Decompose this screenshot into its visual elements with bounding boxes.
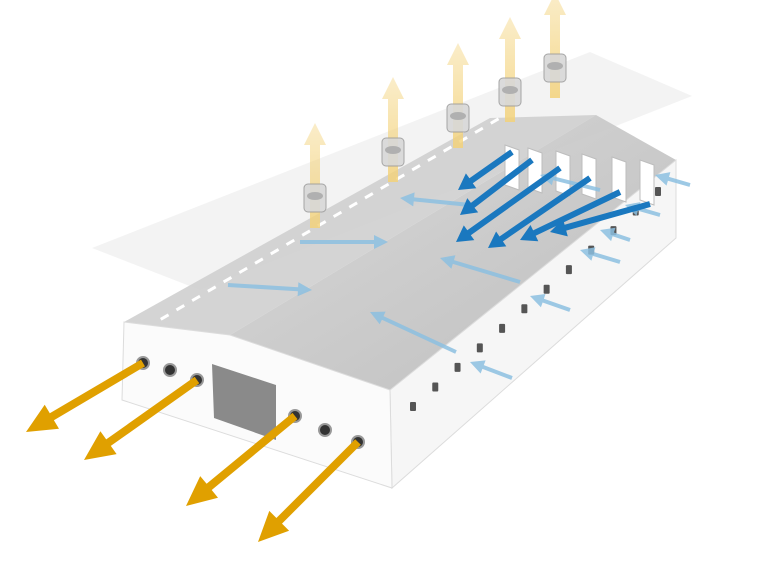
tunnel-arrow xyxy=(488,175,592,248)
ridge-vent-slot xyxy=(411,164,421,172)
intake-arrow-soft xyxy=(440,255,521,284)
ridge-vent-slot xyxy=(160,313,170,321)
roof-exhaust-arrow xyxy=(544,0,566,98)
gable-exhaust-airflow xyxy=(26,359,361,542)
roof-exhaust-arrow xyxy=(447,43,469,148)
tunnel-arrow xyxy=(456,165,562,242)
fan-hub xyxy=(502,86,518,94)
ridge-vent-slot xyxy=(364,192,374,200)
side-inlet-slot xyxy=(499,323,506,333)
intake-arrow-soft xyxy=(300,235,388,249)
ridge-vent-slot xyxy=(348,201,358,209)
side-intake-airflow xyxy=(227,171,691,380)
gable-exhaust-arrow xyxy=(84,376,200,460)
intake-arrow-soft xyxy=(600,227,631,242)
ridge-vent-slot xyxy=(490,117,500,125)
gable-exhaust-arrow xyxy=(258,439,361,542)
fan-hub xyxy=(450,112,466,120)
intake-arrow-soft xyxy=(227,282,312,297)
ridge-vent-slot xyxy=(474,126,484,134)
fan-hub xyxy=(547,62,563,70)
roof-exhaust-arrow xyxy=(499,17,521,122)
gable-exhaust-fan xyxy=(163,363,177,377)
side-inlet-slot xyxy=(655,187,661,196)
ridge-vent-slot xyxy=(175,304,186,312)
ridge-vent-slot xyxy=(191,294,201,302)
tunnel-intake-airflow xyxy=(456,149,651,248)
intake-arrow-soft xyxy=(370,311,457,354)
ridge-vent-slot xyxy=(222,276,233,284)
intake-arrow-soft xyxy=(580,247,621,264)
ridge-vent-slot xyxy=(285,238,296,246)
ridge-vents xyxy=(160,117,500,321)
ridge-vent-slot xyxy=(395,173,406,181)
side-inlet-slot xyxy=(521,304,528,314)
tunnel-arrow xyxy=(458,149,514,190)
tunnel-arrow xyxy=(460,157,534,215)
tunnel-inlet-opening xyxy=(555,150,571,197)
tunnel-arrow xyxy=(520,189,622,242)
tunnel-inlet-opening xyxy=(504,144,520,191)
roof-left-slope xyxy=(124,115,596,335)
roof-exhaust-arrow xyxy=(382,77,404,182)
ridge-vent-slot xyxy=(254,257,264,265)
side-inlet-slot xyxy=(410,402,416,411)
ridge-vent-slot xyxy=(427,154,437,162)
ridge-vent-slot xyxy=(380,182,390,190)
side-inlet-slot xyxy=(543,284,550,294)
roof-exhaust-fans xyxy=(303,0,567,228)
tunnel-inlet-opening xyxy=(639,159,655,206)
gable-exhaust-fan xyxy=(318,423,332,437)
tunnel-inlet-opening xyxy=(611,156,627,203)
ridge-vent-slot xyxy=(442,145,453,153)
tunnel-arrow xyxy=(550,201,651,237)
intake-arrow-soft xyxy=(540,171,601,192)
intake-arrow-soft xyxy=(400,192,471,207)
fan-hub xyxy=(385,146,401,154)
side-inlet-slot xyxy=(565,265,572,275)
side-inlet-slot xyxy=(454,362,461,372)
ridge-vent-slot xyxy=(270,248,280,256)
intake-arrow-soft xyxy=(470,360,513,380)
intake-arrow-soft xyxy=(530,294,571,312)
fan-hub xyxy=(307,192,323,200)
ridge-vent-slot xyxy=(207,285,217,293)
gable-exhaust-arrow xyxy=(26,359,145,432)
side-inlet-slot xyxy=(476,343,483,353)
ridge-vent-slot xyxy=(301,229,311,237)
gable-exhaust-arrow xyxy=(186,412,298,506)
tunnel-inlet-opening xyxy=(581,153,597,200)
roof-exhaust-arrow xyxy=(304,123,326,228)
intake-arrow-soft xyxy=(655,172,691,187)
side-inlet-slot xyxy=(432,382,439,392)
ridge-vent-slot xyxy=(238,266,248,274)
barn-door xyxy=(212,364,276,440)
ridge-vent-slot xyxy=(332,210,343,218)
